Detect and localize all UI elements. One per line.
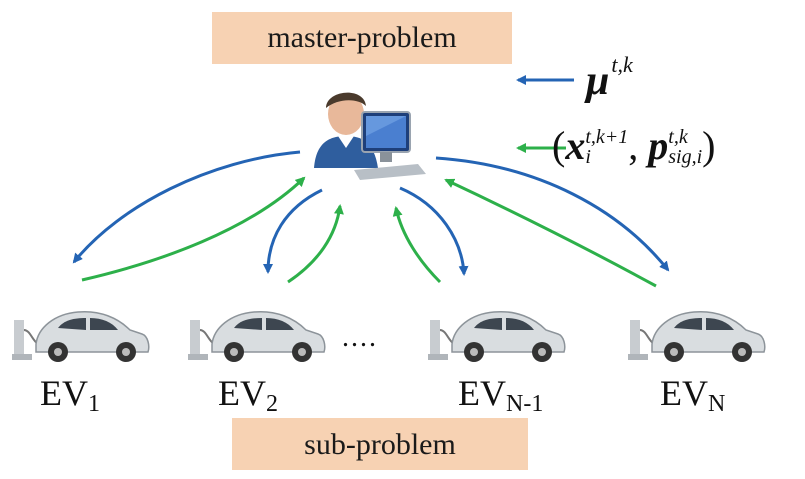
evn1-index: N-1 [506, 391, 544, 417]
mu-superscript: t,k [611, 52, 633, 77]
x-symbol: x [565, 123, 586, 168]
evn1-base: EV [458, 373, 506, 413]
mu-symbol: μ [586, 58, 610, 104]
p-subscript: sig,i [668, 146, 703, 168]
p-superscript: t,k [668, 126, 688, 148]
ev1-base: EV [40, 373, 88, 413]
arrow-ev2-to-master [287, 204, 344, 284]
master-problem-box: master-problem [212, 12, 512, 64]
arrow-master-to-ev2 [263, 188, 323, 274]
ev1-label: EV1 [40, 372, 100, 418]
electric-car-with-charger-icon [428, 310, 566, 362]
arrow-evn1-to-master [392, 206, 442, 284]
arrow-ev1-to-master [81, 176, 306, 282]
close-paren: ) [702, 123, 716, 168]
electric-car-with-charger-icon [12, 310, 150, 362]
open-paren: ( [552, 123, 566, 168]
ev2-label: EV2 [218, 372, 278, 418]
sub-problem-box: sub-problem [232, 418, 528, 470]
arrow-master-to-ev1 [72, 150, 301, 264]
comma: , [628, 123, 639, 168]
ev2-base: EV [218, 373, 266, 413]
ellipsis: .... [342, 322, 378, 353]
x-superscript: t,k+1 [585, 126, 629, 148]
evn-index: N [708, 391, 726, 417]
ev2-index: 2 [266, 391, 278, 417]
evn-base: EV [660, 373, 708, 413]
evn-label: EVN [660, 372, 725, 418]
dual-variable-label: μt,k [586, 52, 633, 105]
arrow-master-to-evn [435, 156, 670, 272]
person-at-computer-icon [314, 92, 426, 180]
ev1-index: 1 [88, 391, 100, 417]
x-subscript: i [585, 146, 591, 168]
arrow-evn-to-master [444, 178, 657, 288]
arrow-master-to-evn1 [399, 186, 469, 276]
p-symbol: p [648, 123, 669, 168]
electric-car-with-charger-icon [628, 310, 766, 362]
evn1-label: EVN-1 [458, 372, 543, 418]
electric-car-with-charger-icon [188, 310, 326, 362]
